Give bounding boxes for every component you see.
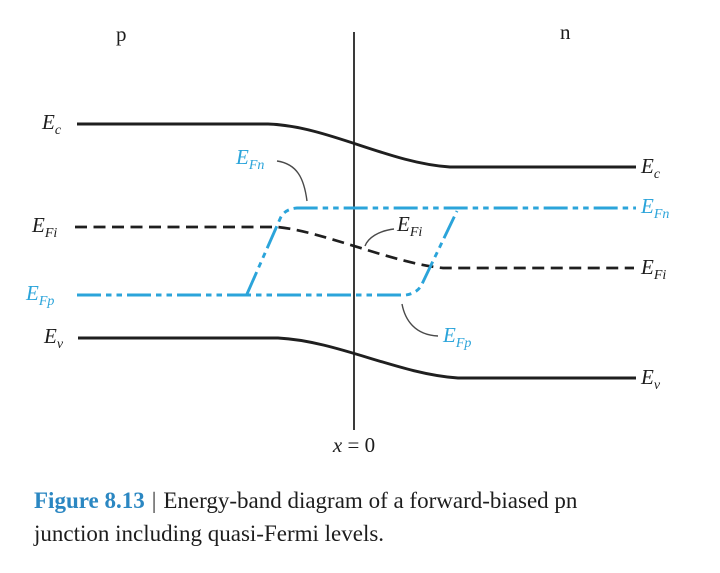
label-efp-left: EFp	[26, 281, 54, 309]
x-zero-axis-label: x = 0	[318, 435, 390, 456]
label-sub: c	[653, 167, 661, 182]
label-efn-right: EFn	[641, 194, 669, 222]
figure-caption: Figure 8.13|Energy-band diagram of a for…	[34, 484, 648, 550]
label-base: E	[443, 323, 456, 347]
label-sub: v	[653, 378, 661, 393]
label-base: E	[42, 110, 55, 134]
label-ev-left: Ev	[44, 324, 63, 352]
efn-quasi-fermi-line	[245, 206, 636, 295]
caption-text: Energy-band diagram of a forward-biased …	[34, 488, 578, 546]
label-sub: c	[54, 123, 62, 138]
n-region-label: n	[560, 20, 571, 44]
label-efi-left: EFi	[32, 213, 57, 241]
label-sub: Fn	[248, 158, 265, 173]
band-diagram-canvas	[75, 32, 636, 430]
figure-number: Figure 8.13	[34, 488, 145, 513]
ev-valence-band-line	[78, 336, 636, 380]
label-base: E	[32, 213, 45, 237]
label-base: E	[397, 212, 410, 236]
label-sub: Fp	[455, 336, 472, 351]
label-ec-right: Ec	[641, 154, 660, 182]
label-base: E	[26, 281, 39, 305]
label-sub: Fn	[653, 207, 670, 222]
label-base: E	[641, 154, 654, 178]
label-efi-callout: EFi	[397, 212, 422, 240]
p-region-label: p	[116, 22, 127, 46]
label-sub: Fp	[38, 294, 55, 309]
label-base: E	[641, 194, 654, 218]
label-ev-right: Ev	[641, 365, 660, 393]
label-base: E	[641, 255, 654, 279]
label-sub: v	[56, 337, 64, 352]
label-base: E	[236, 145, 249, 169]
label-sub: Fi	[44, 226, 58, 241]
efp-callout-arrow	[401, 303, 439, 337]
label-base: E	[641, 365, 654, 389]
efp-quasi-fermi-line	[77, 210, 459, 297]
ec-conduction-band-line	[77, 122, 636, 169]
x-value: = 0	[347, 433, 376, 457]
x-variable: x	[332, 433, 343, 457]
label-sub: Fi	[409, 225, 423, 240]
caption-separator: |	[151, 488, 157, 513]
label-base: E	[44, 324, 57, 348]
efi-callout-arrow	[364, 228, 395, 247]
label-sub: Fi	[653, 268, 667, 283]
label-efp-callout: EFp	[443, 323, 471, 351]
label-efi-right: EFi	[641, 255, 666, 283]
label-ec-left: Ec	[42, 110, 61, 138]
efn-callout-arrow	[276, 160, 308, 202]
label-efn-callout: EFn	[236, 145, 264, 173]
